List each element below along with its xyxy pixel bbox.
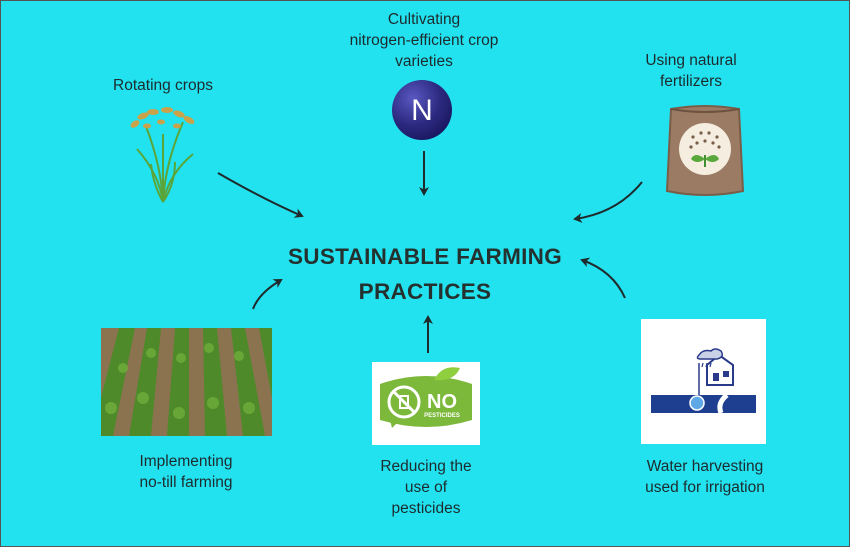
arrow-natural bbox=[573, 181, 643, 223]
water-harvesting-image bbox=[641, 319, 766, 444]
title-line-1: SUSTAINABLE FARMING bbox=[287, 244, 563, 269]
no-pesticides-badge-icon: NO PESTICIDES bbox=[380, 367, 472, 428]
label-natural-line-2: fertilizers bbox=[659, 73, 722, 90]
label-nitrogen: Cultivating nitrogen-efficient crop vari… bbox=[319, 9, 529, 72]
label-pesticides-line-1: Reducing the bbox=[380, 458, 472, 475]
label-water-line-2: used for irrigation bbox=[645, 479, 765, 496]
arrow-notill bbox=[252, 278, 283, 310]
crop-rows-graphic bbox=[101, 328, 272, 436]
no-till-field-image bbox=[101, 328, 272, 436]
central-title: SUSTAINABLE FARMING PRACTICES bbox=[1, 239, 849, 309]
label-no-till: Implementing no-till farming bbox=[101, 451, 271, 493]
water-harvesting-icon bbox=[651, 348, 756, 414]
label-rotating-crops: Rotating crops bbox=[93, 75, 233, 96]
label-pesticides-line-3: pesticides bbox=[391, 500, 461, 517]
arrow-rotating bbox=[217, 172, 304, 218]
nitrogen-letter: N bbox=[411, 94, 433, 127]
fertilizer-bag-icon bbox=[665, 105, 745, 196]
label-pesticides: Reducing the use of pesticides bbox=[351, 456, 501, 519]
label-pesticides-line-2: use of bbox=[404, 479, 448, 496]
label-natural-fertilizers: Using natural fertilizers bbox=[621, 50, 761, 92]
label-no-till-line-2: no-till farming bbox=[139, 474, 233, 491]
label-water-harvesting: Water harvesting used for irrigation bbox=[625, 456, 785, 498]
label-nitrogen-line-2: nitrogen-efficient crop bbox=[349, 32, 499, 49]
label-no-till-line-1: Implementing bbox=[139, 453, 233, 470]
no-badge-sub-text: PESTICIDES bbox=[424, 413, 460, 419]
no-pesticides-image: NO PESTICIDES bbox=[372, 362, 480, 445]
label-nitrogen-line-3: varieties bbox=[395, 53, 453, 70]
nitrogen-icon: N bbox=[392, 80, 452, 140]
label-nitrogen-line-1: Cultivating bbox=[387, 11, 461, 28]
label-water-line-1: Water harvesting bbox=[646, 458, 764, 475]
arrow-water bbox=[580, 257, 626, 299]
title-line-2: PRACTICES bbox=[358, 279, 492, 304]
no-badge-main-text: NO bbox=[427, 391, 457, 413]
rice-plant-icon bbox=[130, 107, 195, 203]
label-natural-line-1: Using natural bbox=[645, 52, 737, 69]
label-rotating-crops-text: Rotating crops bbox=[113, 77, 213, 94]
